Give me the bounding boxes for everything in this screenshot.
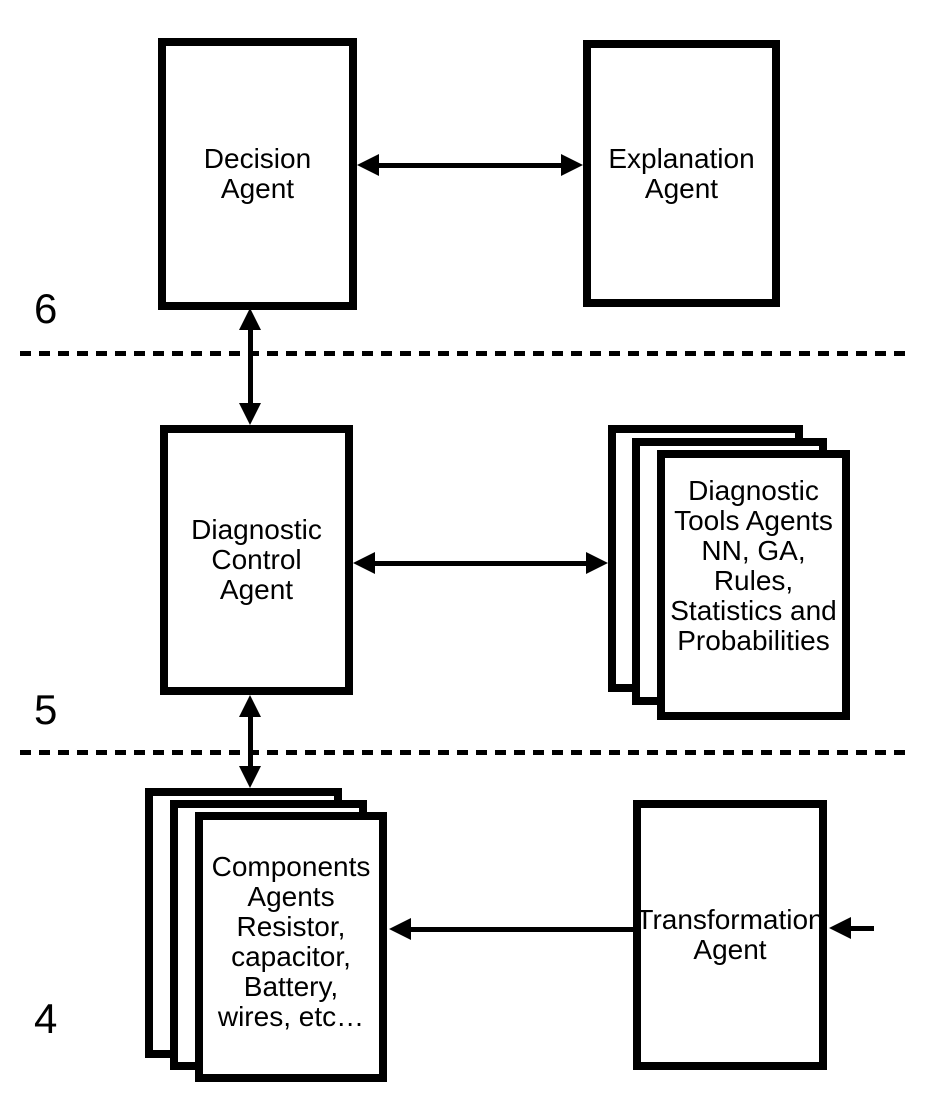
diagnostic-tools-agents-label: Diagnostic Tools Agents NN, GA, Rules, S… [670, 475, 837, 656]
control-components-arrow-shaft [248, 715, 253, 768]
decision-agent-box: Decision Agent [158, 38, 357, 310]
transformation-agent-label: Transformation Agent [636, 904, 824, 965]
explanation-agent-box: Explanation Agent [583, 40, 780, 307]
arrowhead-left-icon [353, 552, 375, 574]
decision-explanation-arrow-shaft [378, 163, 562, 168]
layer-5-label: 5 [34, 686, 58, 733]
diagnostic-control-agent-label: Diagnostic Control Agent [191, 514, 322, 605]
layer-4-label: 4 [34, 995, 58, 1042]
decision-agent-label: Decision Agent [203, 143, 312, 204]
components-agents-box: Components Agents Resistor, capacitor, B… [195, 812, 387, 1082]
arrowhead-down-icon [239, 403, 261, 425]
arrowhead-left-icon [829, 917, 851, 939]
transformation-agent-box: Transformation Agent [633, 800, 827, 1070]
diagnostic-tools-agents-box: Diagnostic Tools Agents NN, GA, Rules, S… [657, 450, 850, 720]
transformation-components-arrow-shaft [410, 927, 633, 932]
decision-control-arrow-shaft [248, 328, 253, 405]
layer-separator-6-5 [20, 351, 912, 356]
arrowhead-left-icon [357, 154, 379, 176]
arrowhead-right-icon [561, 154, 583, 176]
external-input-arrow-shaft [850, 926, 874, 931]
arrowhead-up-icon [239, 308, 261, 330]
arrowhead-left-icon [389, 918, 411, 940]
arrowhead-right-icon [586, 552, 608, 574]
explanation-agent-label: Explanation Agent [608, 142, 755, 204]
arrowhead-up-icon [239, 695, 261, 717]
arrowhead-down-icon [239, 766, 261, 788]
layer-6-label: 6 [34, 285, 58, 332]
control-tools-arrow-shaft [374, 561, 587, 566]
components-agents-label: Components Agents Resistor, capacitor, B… [211, 851, 371, 1032]
diagnostic-control-agent-box: Diagnostic Control Agent [160, 425, 353, 695]
layer-separator-5-4 [20, 750, 912, 755]
